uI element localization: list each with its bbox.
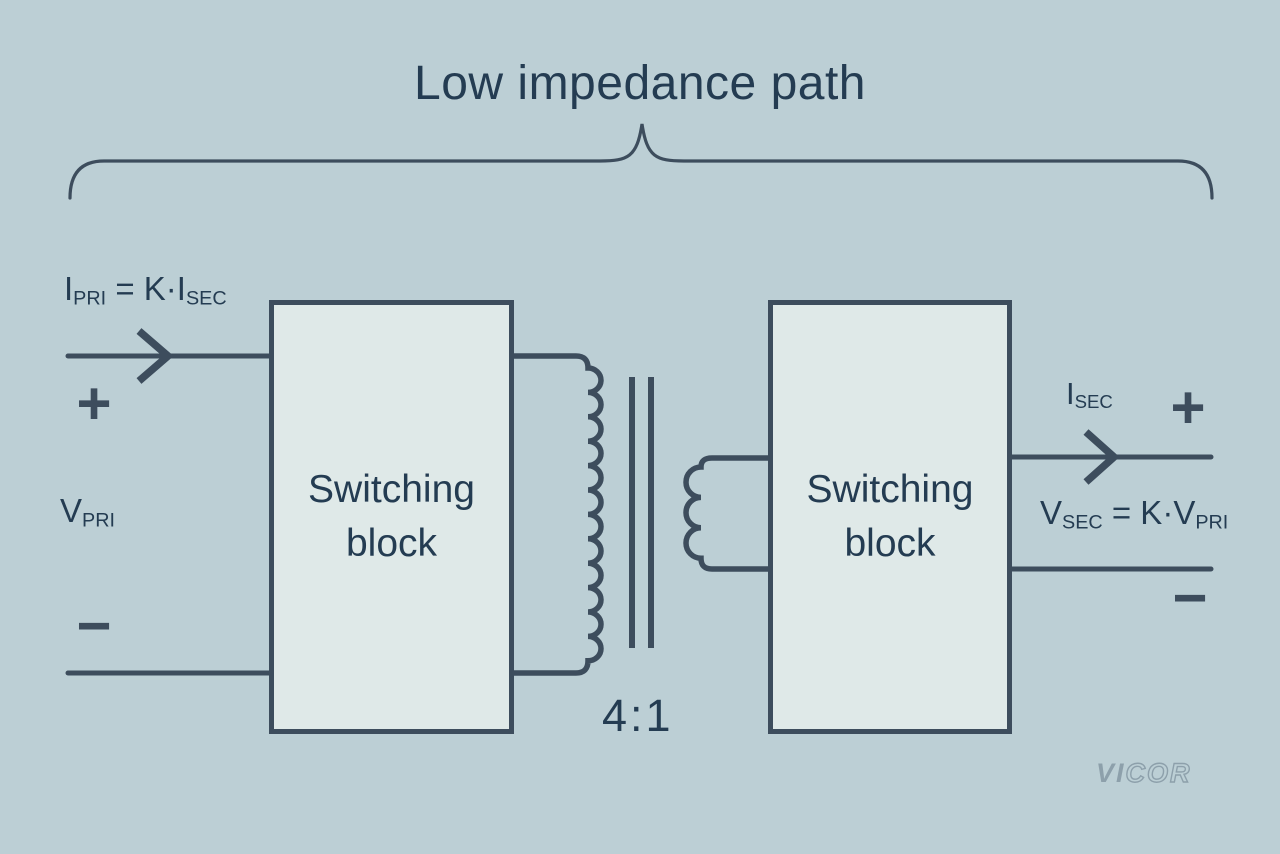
primary-plus-sign: + bbox=[76, 370, 112, 437]
secondary-voltage-equation: VSEC = K·VPRI bbox=[1040, 494, 1228, 534]
ipri-symbol: I bbox=[64, 270, 74, 307]
secondary-current-arrow-icon bbox=[1083, 429, 1120, 485]
vsec-subscript: SEC bbox=[1062, 511, 1103, 534]
secondary-current-label: ISEC bbox=[1066, 376, 1113, 413]
right-switching-block-label-line1: Switching bbox=[806, 468, 974, 512]
ipri-operator: = K· bbox=[106, 270, 177, 307]
turns-ratio-label: 4:1 bbox=[602, 690, 674, 741]
vpri-subscript: PRI bbox=[82, 509, 115, 532]
diagram-title: Low impedance path bbox=[414, 57, 866, 110]
brace-icon bbox=[68, 123, 1214, 200]
secondary-plus-sign: + bbox=[1170, 374, 1206, 441]
isec-subscript-in-eq: SEC bbox=[185, 287, 227, 310]
primary-current-arrow-icon bbox=[136, 328, 174, 384]
right-switching-block: Switching block bbox=[768, 300, 1012, 734]
secondary-winding-icon bbox=[683, 455, 768, 572]
vpri-symbol: V bbox=[60, 492, 83, 529]
ipri-subscript: PRI bbox=[73, 287, 107, 310]
left-switching-block: Switching block bbox=[269, 300, 514, 734]
primary-winding-icon bbox=[514, 353, 604, 676]
vsec-operator: = K· bbox=[1102, 494, 1174, 531]
vicor-logo-vi: VI bbox=[1096, 758, 1126, 788]
left-switching-block-label-line2: block bbox=[345, 522, 438, 565]
isec-subscript: SEC bbox=[1074, 391, 1113, 413]
vpri-subscript-in-eq: PRI bbox=[1195, 511, 1229, 534]
vicor-logo: VICOR bbox=[1096, 757, 1192, 789]
right-switching-block-label-line2: block bbox=[844, 522, 936, 565]
secondary-minus-sign: − bbox=[1172, 564, 1208, 631]
left-switching-block-label-line1: Switching bbox=[308, 468, 475, 512]
vpri-symbol-in-eq: V bbox=[1173, 494, 1196, 531]
isec-symbol-in-eq: I bbox=[176, 270, 186, 307]
vicor-logo-cor: COR bbox=[1125, 757, 1192, 788]
isec-symbol: I bbox=[1066, 376, 1075, 411]
primary-voltage-label: VPRI bbox=[60, 492, 115, 532]
primary-minus-sign: − bbox=[76, 592, 112, 659]
vsec-symbol: V bbox=[1040, 494, 1063, 531]
primary-current-equation: IPRI = K·ISEC bbox=[64, 270, 227, 310]
